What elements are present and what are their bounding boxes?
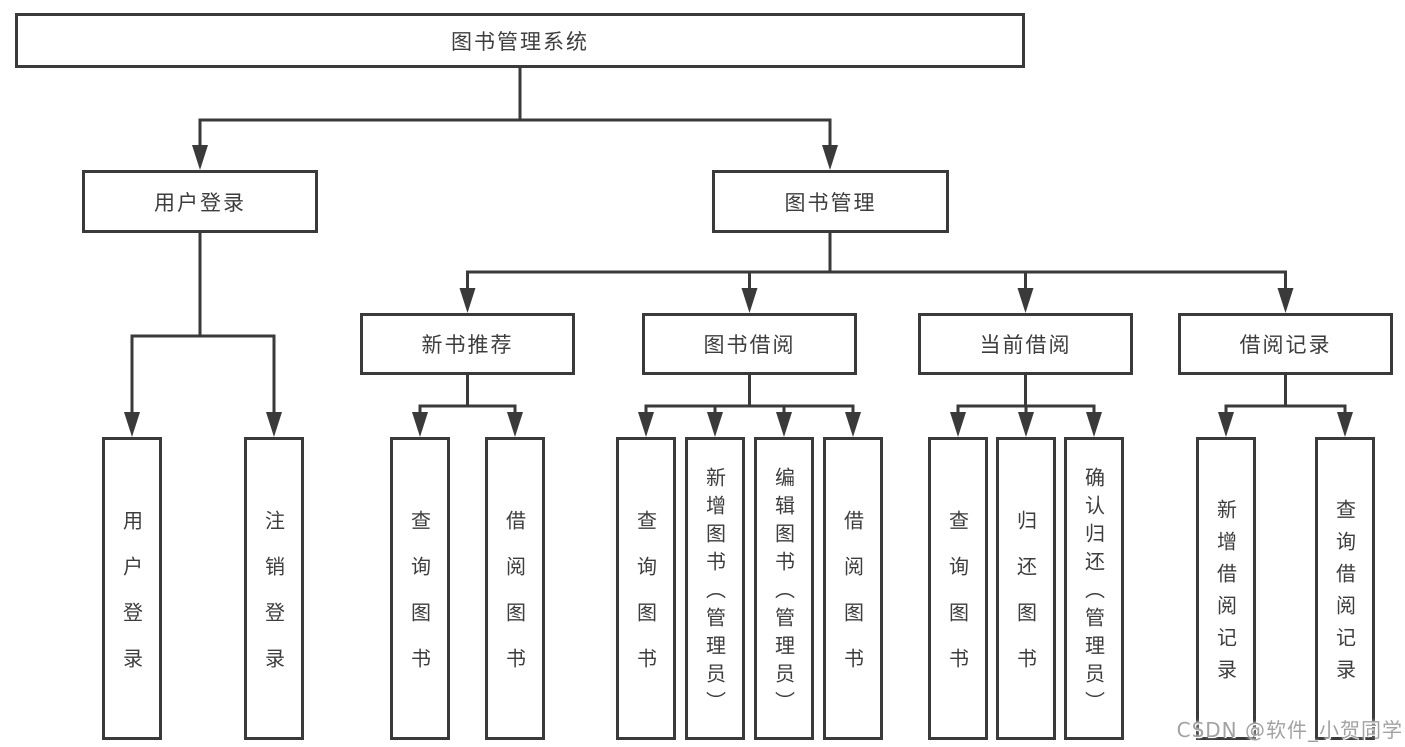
leaf-confirm-return-admin: 确认归还（管理员） xyxy=(1064,437,1124,740)
leaf-label: 确认归还（管理员） xyxy=(1081,466,1106,719)
leaf-add-borrow-record: 新增借阅记录 xyxy=(1196,437,1256,740)
leaf-logout: 注销登录 xyxy=(244,437,304,740)
leaf-label: 查询图书 xyxy=(633,509,658,694)
leaf-query-books-recommend: 查询图书 xyxy=(390,437,450,740)
leaf-label: 借阅图书 xyxy=(840,509,865,694)
leaf-borrow-books-recommend: 借阅图书 xyxy=(485,437,545,740)
leaf-label: 新增图书（管理员） xyxy=(702,466,727,719)
node-borrow-records: 借阅记录 xyxy=(1178,313,1393,375)
leaf-user-login: 用户登录 xyxy=(102,437,162,740)
node-current-borrow: 当前借阅 xyxy=(918,313,1133,375)
leaf-label: 用户登录 xyxy=(119,509,144,694)
leaf-query-borrow-record: 查询借阅记录 xyxy=(1315,437,1375,740)
node-book-borrow: 图书借阅 xyxy=(642,313,857,375)
leaf-label: 查询借阅记录 xyxy=(1332,498,1357,691)
node-label: 用户登录 xyxy=(154,190,246,215)
node-label: 当前借阅 xyxy=(979,333,1072,357)
node-label: 图书管理 xyxy=(784,190,877,215)
node-book-management: 图书管理 xyxy=(712,170,949,233)
arrowheads xyxy=(124,145,1353,437)
leaf-label: 归还图书 xyxy=(1013,509,1038,694)
leaf-label: 注销登录 xyxy=(261,509,286,694)
leaf-borrow-books: 借阅图书 xyxy=(823,437,883,740)
leaf-label: 新增借阅记录 xyxy=(1213,498,1238,691)
leaf-label: 编辑图书（管理员） xyxy=(771,466,796,719)
node-user-login: 用户登录 xyxy=(82,170,318,233)
connector-paths xyxy=(130,68,1347,417)
leaf-edit-books-admin: 编辑图书（管理员） xyxy=(754,437,814,740)
leaf-add-books-admin: 新增图书（管理员） xyxy=(685,437,745,740)
leaf-query-books-current: 查询图书 xyxy=(928,437,988,740)
leaf-label: 查询图书 xyxy=(945,509,970,694)
leaf-label: 借阅图书 xyxy=(502,509,527,694)
leaf-query-books-borrow: 查询图书 xyxy=(616,437,676,740)
leaf-return-books: 归还图书 xyxy=(996,437,1056,740)
leaf-label: 查询图书 xyxy=(407,509,432,694)
node-label: 新书推荐 xyxy=(421,333,514,357)
node-label: 图书借阅 xyxy=(703,333,796,357)
node-root-label: 图书管理系统 xyxy=(451,29,589,54)
node-label: 借阅记录 xyxy=(1239,333,1332,357)
node-root: 图书管理系统 xyxy=(15,13,1025,68)
node-new-book-recommend: 新书推荐 xyxy=(360,313,575,375)
csdn-watermark: CSDN @软件_小贺同学 xyxy=(1176,718,1403,742)
